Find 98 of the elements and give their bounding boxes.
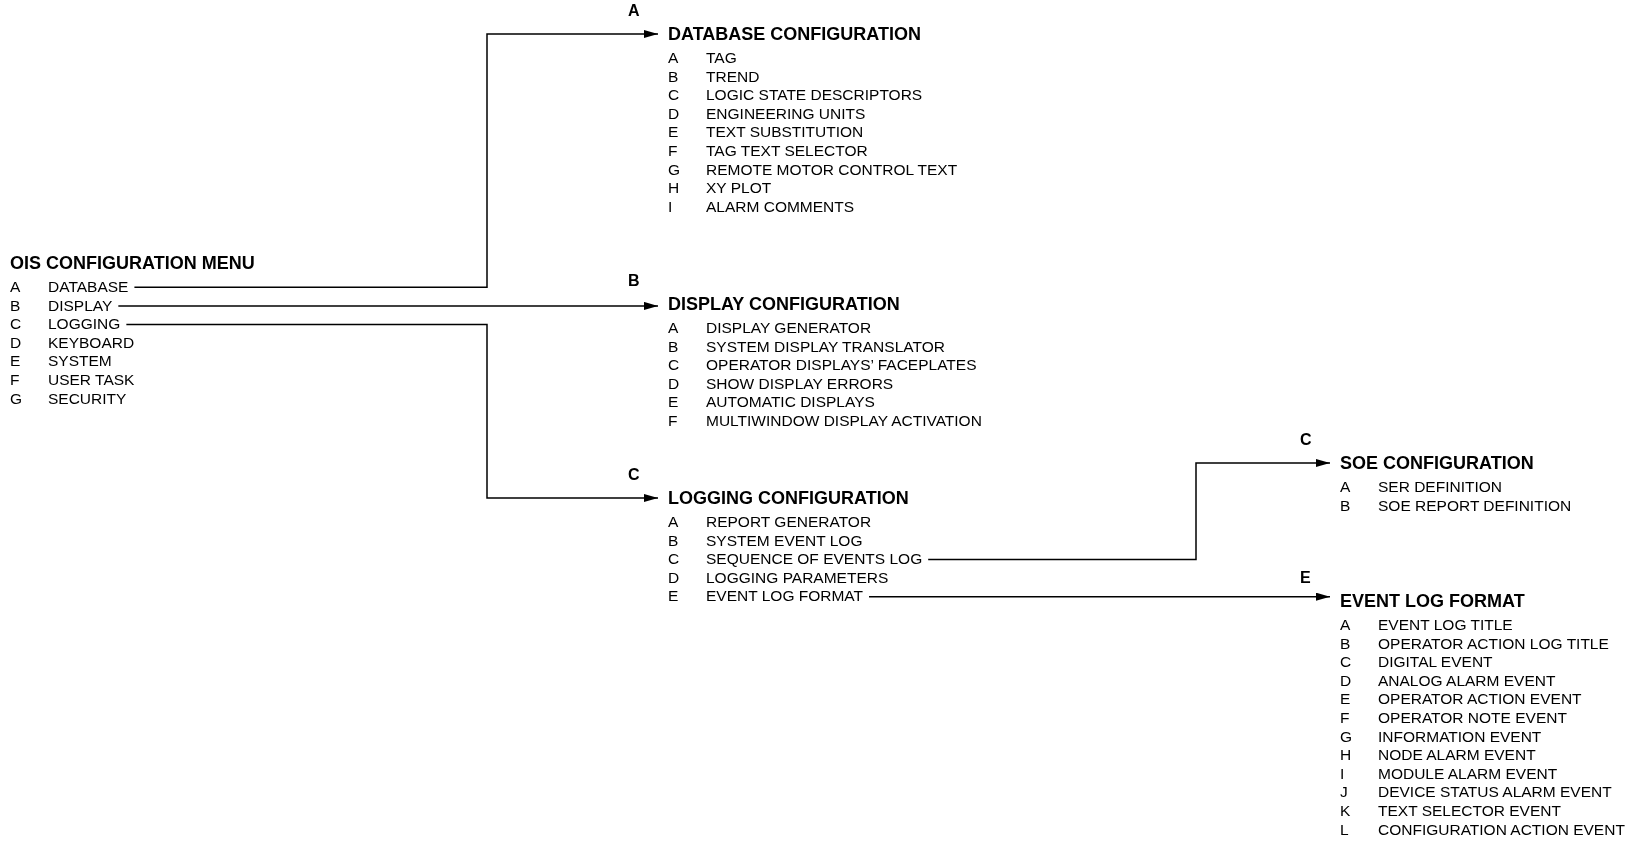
- menu-key-letter: C: [628, 466, 640, 484]
- item-letter: G: [10, 389, 24, 409]
- item-letter: A: [668, 319, 680, 338]
- connector-arrow: [125, 323, 659, 502]
- item-letter: A: [1340, 478, 1352, 497]
- item-letter: D: [668, 568, 681, 588]
- item-letter: G: [668, 160, 682, 180]
- menu-item-label: XY PLOT: [706, 179, 772, 197]
- item-letter: E: [1340, 690, 1352, 709]
- item-letter: E: [668, 123, 680, 142]
- menu-item-label: REPORT GENERATOR: [706, 513, 872, 530]
- menu-item-label: INFORMATION EVENT: [1378, 727, 1542, 745]
- item-letter: K: [1340, 801, 1352, 821]
- menu-item-label: TEXT SUBSTITUTION: [706, 123, 864, 141]
- menu-item-label: DISPLAY: [48, 296, 113, 314]
- menu-key-letter: E: [1300, 569, 1311, 587]
- item-letter: E: [668, 587, 680, 606]
- menu-item-label: ENGINEERING UNITS: [706, 104, 866, 122]
- item-letter: F: [668, 411, 679, 431]
- connector-arrow: [868, 592, 1331, 601]
- menu-item-label: TAG: [706, 49, 737, 66]
- menu-heading: EVENT LOG FORMAT: [1340, 591, 1526, 611]
- menu-item-label: LOGGING PARAMETERS: [706, 568, 889, 586]
- item-letter: C: [668, 356, 681, 375]
- menu-heading: OIS CONFIGURATION MENU: [10, 253, 255, 273]
- menu-key-letter: C: [1300, 431, 1312, 449]
- item-letter: C: [668, 550, 681, 569]
- item-letter: B: [1340, 496, 1352, 516]
- menu-item-label: SHOW DISPLAY ERRORS: [706, 374, 894, 392]
- menu-item-label: MODULE ALARM EVENT: [1378, 764, 1558, 782]
- menu-item-label: LOGIC STATE DESCRIPTORS: [706, 86, 923, 104]
- item-letter: C: [668, 86, 681, 105]
- item-letter: D: [668, 104, 681, 124]
- menu-item-label: SER DEFINITION: [1378, 478, 1502, 495]
- item-letter: B: [668, 67, 680, 87]
- item-letter: A: [1340, 616, 1352, 635]
- item-letter: E: [668, 393, 680, 412]
- item-letter: F: [1340, 708, 1351, 728]
- menu-item-label: DIGITAL EVENT: [1378, 653, 1493, 671]
- item-letter: H: [668, 179, 681, 198]
- menu-item-label: KEYBOARD: [48, 333, 135, 351]
- menu-item-label: SOE REPORT DEFINITION: [1378, 496, 1572, 514]
- menu-item-label: CONFIGURATION ACTION EVENT: [1378, 820, 1625, 838]
- item-letter: F: [668, 141, 679, 161]
- menu-item-label: OPERATOR ACTION EVENT: [1378, 690, 1582, 708]
- menu-item-label: TEXT SELECTOR EVENT: [1378, 801, 1561, 819]
- item-letter: G: [1340, 727, 1354, 747]
- menu-item-label: SYSTEM DISPLAY TRANSLATOR: [706, 337, 945, 355]
- item-letter: A: [10, 278, 22, 297]
- menu-item-label: LOGGING: [48, 315, 121, 333]
- menu-heading: DATABASE CONFIGURATION: [668, 24, 922, 44]
- item-letter: D: [10, 333, 23, 353]
- menu-item-label: NODE ALARM EVENT: [1378, 746, 1536, 764]
- item-letter: C: [10, 315, 23, 334]
- menu-heading: SOE CONFIGURATION: [1340, 453, 1535, 473]
- menu-key-letter: B: [628, 272, 640, 290]
- menu-item-label: AUTOMATIC DISPLAYS: [706, 393, 875, 411]
- item-letter: I: [668, 197, 674, 217]
- menu-item-label: DISPLAY GENERATOR: [706, 319, 872, 336]
- connector-arrow: [117, 301, 659, 310]
- menu-item-label: OPERATOR ACTION LOG TITLE: [1378, 634, 1609, 652]
- menu-item-label: DEVICE STATUS ALARM EVENT: [1378, 783, 1612, 801]
- item-letter: E: [10, 352, 22, 371]
- menu-item-label: SYSTEM EVENT LOG: [706, 531, 863, 549]
- menu-item-label: SECURITY: [48, 389, 127, 407]
- menu-item-label: MULTIWINDOW DISPLAY ACTIVATION: [706, 411, 982, 429]
- menu-item-label: USER TASK: [48, 370, 135, 388]
- menu-item-label: OPERATOR NOTE EVENT: [1378, 708, 1567, 726]
- item-letter: I: [1340, 764, 1346, 784]
- menu-key-letter: A: [628, 2, 640, 20]
- menu-item-label: TAG TEXT SELECTOR: [706, 141, 868, 159]
- item-letter: J: [1340, 783, 1349, 802]
- menu-item-label: REMOTE MOTOR CONTROL TEXT: [706, 160, 958, 178]
- connector-arrow: [927, 459, 1331, 561]
- menu-item-label: ANALOG ALARM EVENT: [1378, 671, 1556, 689]
- menu-item-label: EVENT LOG FORMAT: [706, 587, 864, 605]
- item-letter: A: [668, 513, 680, 532]
- item-letter: B: [10, 296, 22, 316]
- connector-arrow: [133, 30, 659, 289]
- item-letter: B: [1340, 634, 1352, 654]
- item-letter: B: [668, 337, 680, 357]
- menu-item-label: SYSTEM: [48, 352, 112, 370]
- item-letter: D: [1340, 671, 1353, 691]
- item-letter: D: [668, 374, 681, 394]
- menu-heading: DISPLAY CONFIGURATION: [668, 294, 901, 314]
- menu-item-label: SEQUENCE OF EVENTS LOG: [706, 550, 923, 568]
- item-letter: H: [1340, 746, 1353, 765]
- item-letter: A: [668, 49, 680, 68]
- menu-item-label: DATABASE: [48, 278, 129, 295]
- menu-item-label: TREND: [706, 67, 760, 85]
- menu-item-label: EVENT LOG TITLE: [1378, 616, 1513, 633]
- menu-item-label: ALARM COMMENTS: [706, 197, 855, 215]
- menu-item-label: OPERATOR DISPLAYS’ FACEPLATES: [706, 356, 977, 374]
- item-letter: F: [10, 370, 21, 390]
- item-letter: C: [1340, 653, 1353, 672]
- item-letter: L: [1340, 820, 1350, 840]
- item-letter: B: [668, 531, 680, 551]
- menu-heading: LOGGING CONFIGURATION: [668, 488, 910, 508]
